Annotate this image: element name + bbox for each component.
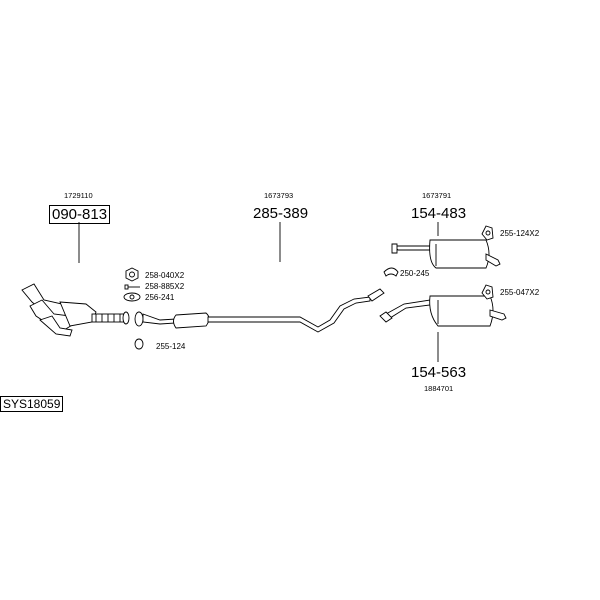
hanger-a-shape [481,225,494,241]
accessory-code-clamp-front: 255-124 [156,342,186,351]
system-id-label: SYS18059 [0,396,64,412]
rear-silencer-a [391,239,501,269]
part-number-manifold: 090-813 [49,205,111,224]
hanger-b-shape [481,284,494,300]
middle-pipe [142,288,385,333]
part-reference-manifold: 1729110 [64,191,93,200]
bolt-shape [124,284,140,290]
part-reference-rear-silencer-a: 1673791 [422,191,452,200]
accessory-code-hanger-a: 255-124X2 [500,229,540,238]
front-flange-shape [134,311,144,327]
ring-shape [383,267,399,277]
exhaust-manifold [21,283,130,337]
part-number-middle-pipe: 285-389 [253,205,309,222]
part-reference-middle-pipe: 1673793 [264,191,294,200]
accessory-code-hanger-b: 255-047X2 [500,288,540,297]
accessory-code-bolt: 258-885X2 [145,282,185,291]
accessory-code-gasket: 256-241 [145,293,175,302]
nut-shape [125,267,139,282]
rear-silencer-b [379,295,507,327]
part-number-rear-silencer-b: 154-563 [411,364,467,381]
accessory-code-nut: 258-040X2 [145,271,185,280]
accessory-code-ring: 250-245 [400,269,430,278]
part-number-rear-silencer-a: 154-483 [411,205,467,222]
part-reference-rear-silencer-b: 1884701 [424,384,454,393]
front-clamp-shape [134,338,144,350]
